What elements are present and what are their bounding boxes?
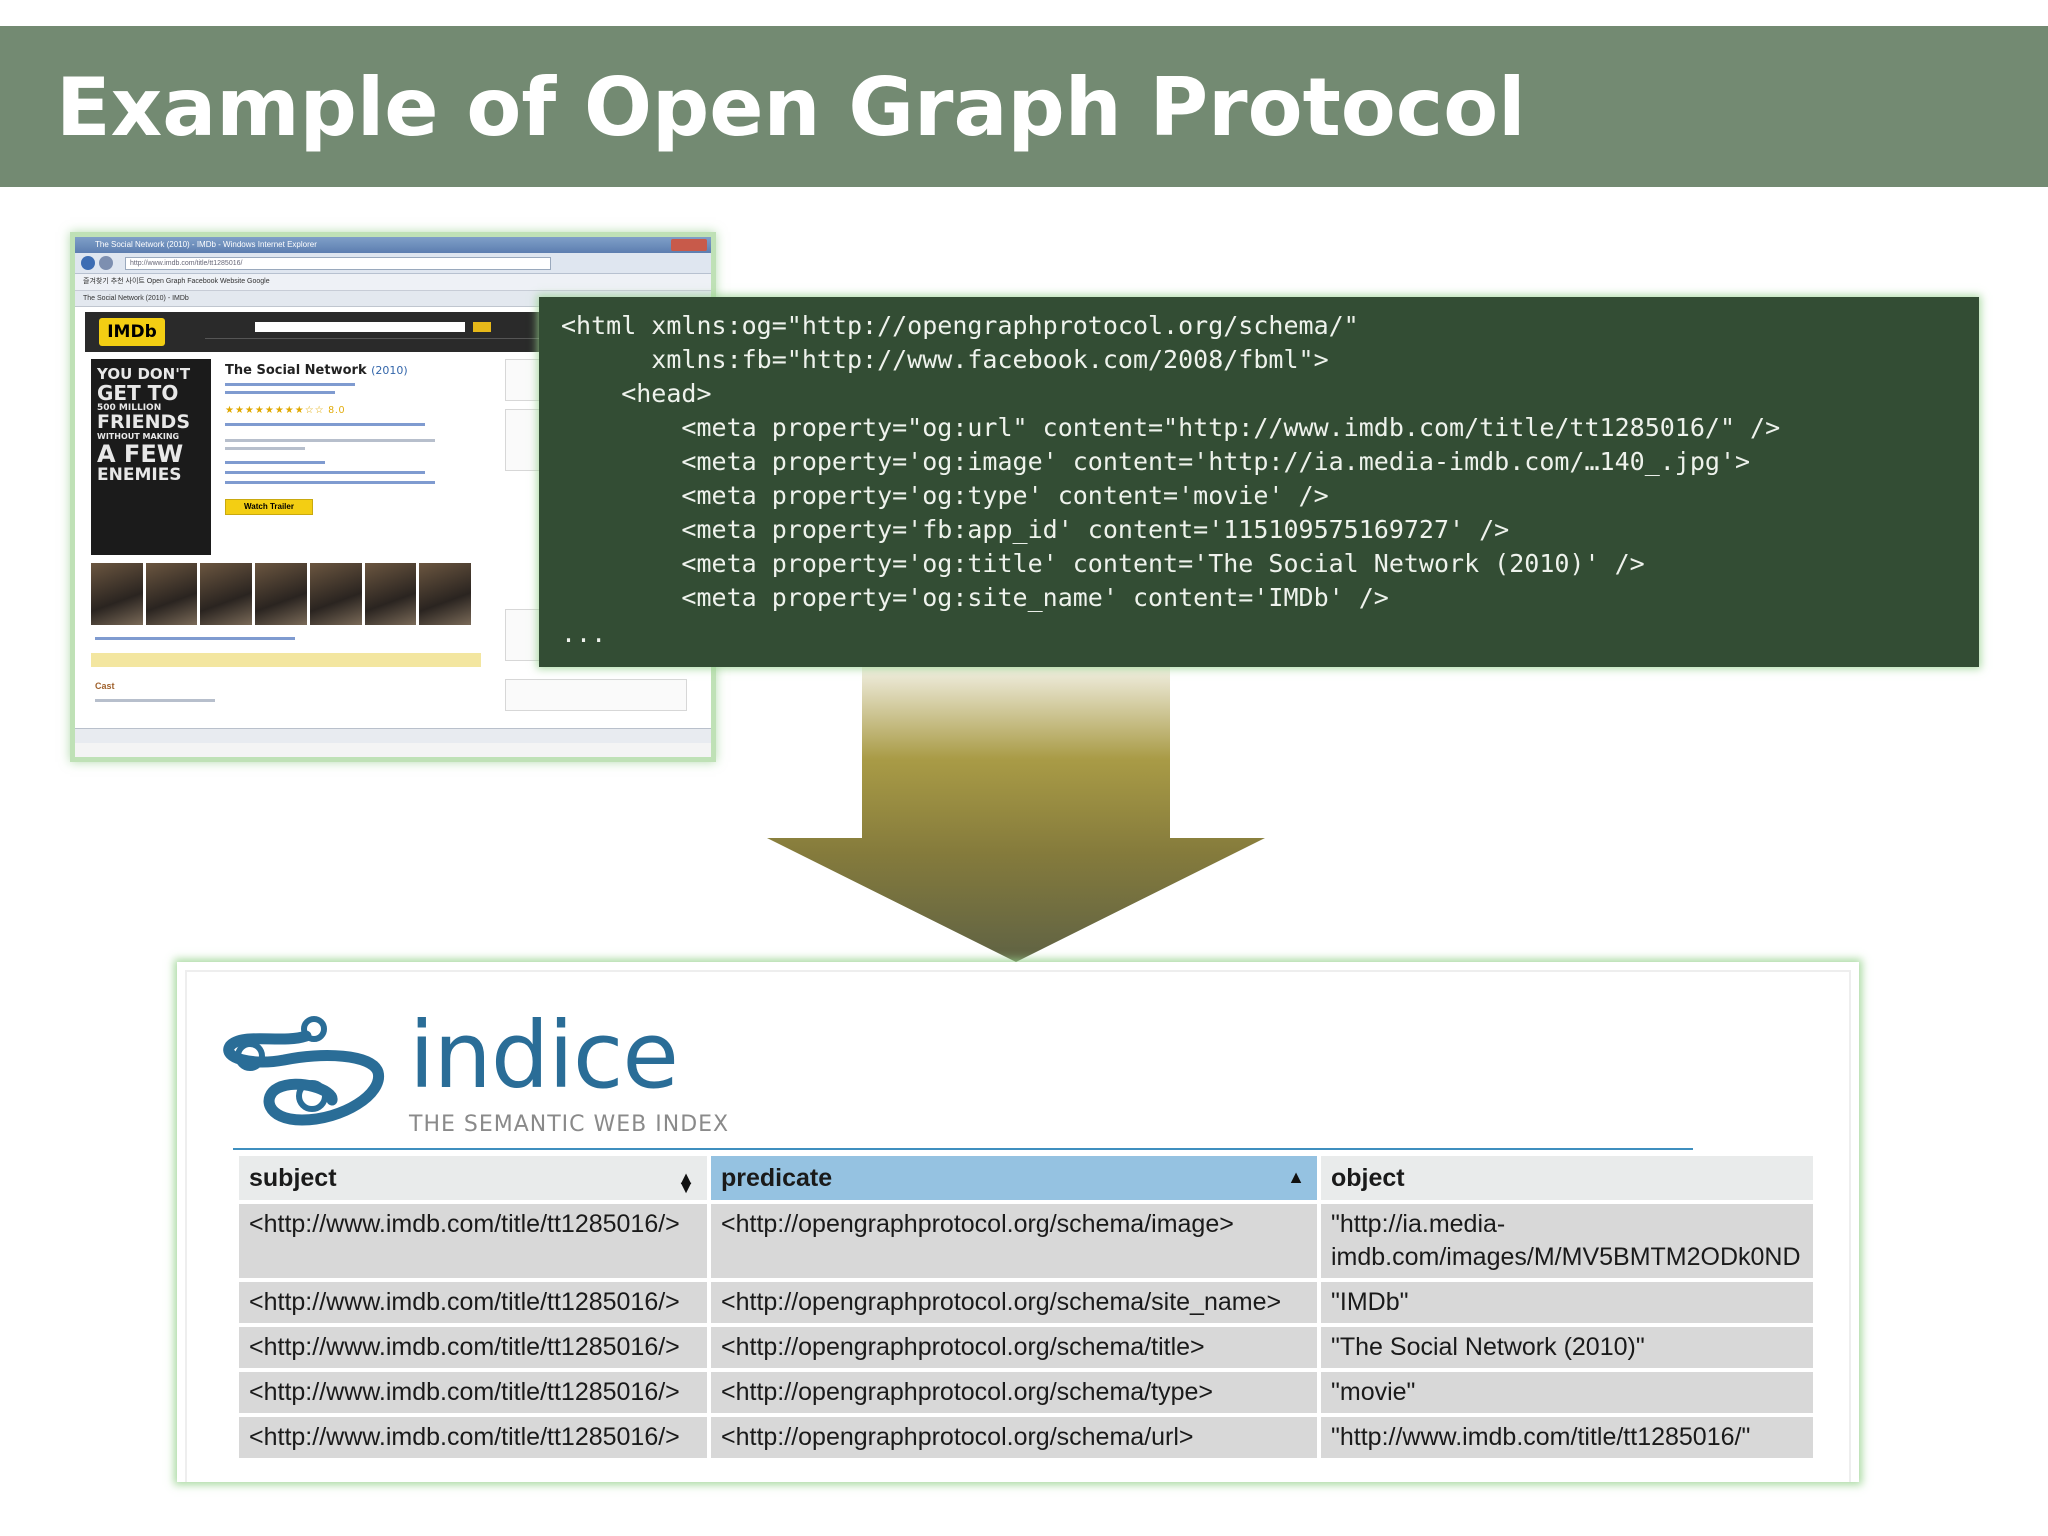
- cell-object-line: imdb.com/images/M/MV5BMTM2ODk0ND: [1331, 1243, 1801, 1271]
- down-arrow-icon: [767, 650, 1265, 962]
- column-header-object[interactable]: object: [1321, 1156, 1813, 1200]
- indice-tagline: THE SEMANTIC WEB INDEX: [409, 1112, 730, 1137]
- cell-predicate: <http://opengraphprotocol.org/schema/tit…: [711, 1327, 1317, 1368]
- photo: [364, 563, 417, 625]
- column-header-predicate[interactable]: predicate ▲: [711, 1156, 1317, 1200]
- code-line: <head>: [561, 379, 712, 408]
- column-header-label: subject: [249, 1163, 337, 1192]
- poster-line: WITHOUT MAKING: [97, 432, 180, 442]
- browser-address-bar: http://www.imdb.com/title/tt1285016/: [75, 253, 711, 274]
- cell-subject: <http://www.imdb.com/title/tt1285016/>: [239, 1282, 707, 1323]
- code-line: <meta property='og:image' content='http:…: [561, 447, 1751, 476]
- movie-year: (2010): [371, 364, 408, 377]
- column-header-subject[interactable]: subject ▲▼: [239, 1156, 707, 1200]
- code-line: <meta property='fb:app_id' content='1151…: [561, 515, 1510, 544]
- cell-predicate: <http://opengraphprotocol.org/schema/typ…: [711, 1372, 1317, 1413]
- text-line: [225, 481, 435, 484]
- photo: [200, 563, 253, 625]
- cell-subject: <http://www.imdb.com/title/tt1285016/>: [239, 1204, 707, 1278]
- poster-line: GET TO: [97, 380, 179, 405]
- cast-heading: Cast: [95, 681, 115, 691]
- triples-table: subject ▲▼ predicate ▲ object <http://ww…: [235, 1152, 1817, 1462]
- photo: [145, 563, 198, 625]
- movie-title-text: The Social Network: [225, 363, 367, 378]
- cell-object: "http://ia.media- imdb.com/images/M/MV5B…: [1321, 1204, 1813, 1278]
- code-line: <meta property='og:site_name' content='I…: [561, 583, 1389, 612]
- cell-predicate: <http://opengraphprotocol.org/schema/sit…: [711, 1282, 1317, 1323]
- browser-title-bar: The Social Network (2010) - IMDb - Windo…: [75, 237, 711, 253]
- table-row: <http://www.imdb.com/title/tt1285016/> <…: [239, 1204, 1813, 1278]
- imdb-logo: IMDb: [99, 318, 165, 346]
- column-header-label: predicate: [721, 1163, 833, 1192]
- text-line: [225, 383, 355, 386]
- indice-logo-icon: [223, 1016, 384, 1126]
- poster-line: FRIENDS: [97, 411, 191, 434]
- poster-line: 500 MILLION: [97, 402, 162, 413]
- address-field: http://www.imdb.com/title/tt1285016/: [125, 257, 551, 270]
- header-rule: [233, 1148, 1693, 1150]
- cell-object: "movie": [1321, 1372, 1813, 1413]
- panel-inner-border: [185, 970, 1851, 1482]
- movie-poster: YOU DON'T GET TO 500 MILLION FRIENDS WIT…: [91, 359, 211, 555]
- text-line: [225, 439, 435, 442]
- poster-line: A FEW: [97, 439, 184, 468]
- rating-stars: ★★★★★★★★☆☆ 8.0: [225, 405, 346, 416]
- imdb-search-box: [255, 322, 465, 332]
- text-line: [225, 461, 325, 464]
- cell-subject: <http://www.imdb.com/title/tt1285016/>: [239, 1372, 707, 1413]
- cell-subject: <http://www.imdb.com/title/tt1285016/>: [239, 1327, 707, 1368]
- window-controls-icon: [671, 239, 707, 251]
- sidebar-box: [505, 679, 687, 711]
- slide-title: Example of Open Graph Protocol: [56, 61, 1526, 154]
- poster-line: ENEMIES: [97, 464, 182, 485]
- photo: [309, 563, 362, 625]
- text-line: [225, 447, 305, 450]
- movie-title: The Social Network (2010): [225, 363, 408, 378]
- cell-predicate: <http://opengraphprotocol.org/schema/url…: [711, 1417, 1317, 1458]
- favorites-bar: 즐겨찾기 추천 사이트 Open Graph Facebook Website …: [75, 274, 711, 291]
- code-line: ...: [561, 619, 607, 648]
- photo: [419, 563, 472, 625]
- photo: [91, 563, 143, 625]
- column-header-label: object: [1331, 1163, 1405, 1192]
- code-line: <meta property="og:url" content="http://…: [561, 413, 1781, 442]
- table-header-row: subject ▲▼ predicate ▲ object: [239, 1156, 1813, 1200]
- browser-status-bar: [75, 728, 711, 743]
- code-line: <meta property='og:type' content='movie'…: [561, 481, 1329, 510]
- sort-both-icon[interactable]: ▲▼: [677, 1168, 695, 1197]
- forward-icon: [99, 256, 113, 270]
- table-row: <http://www.imdb.com/title/tt1285016/> <…: [239, 1372, 1813, 1413]
- sort-ascending-icon[interactable]: ▲: [1287, 1167, 1305, 1187]
- table-row: <http://www.imdb.com/title/tt1285016/> <…: [239, 1282, 1813, 1323]
- triples-panel: indice THE SEMANTIC WEB INDEX subject ▲▼…: [177, 962, 1859, 1482]
- text-line: [95, 699, 215, 702]
- imdb-search-button: [473, 322, 491, 332]
- text-line: [95, 637, 295, 640]
- imdb-menu: [205, 338, 685, 347]
- browser-window-title: The Social Network (2010) - IMDb - Windo…: [95, 240, 317, 249]
- code-line: <meta property='og:title' content='The S…: [561, 549, 1645, 578]
- photo: [255, 563, 307, 625]
- code-panel: <html xmlns:og="http://opengraphprotocol…: [539, 297, 1979, 667]
- back-icon: [81, 256, 95, 270]
- poster-line: YOU DON'T: [97, 365, 191, 383]
- cell-predicate: <http://opengraphprotocol.org/schema/ima…: [711, 1204, 1317, 1278]
- cell-subject: <http://www.imdb.com/title/tt1285016/>: [239, 1417, 707, 1458]
- cell-object: "IMDb": [1321, 1282, 1813, 1323]
- text-line: [225, 471, 425, 474]
- cell-object-line: "http://ia.media-: [1331, 1210, 1506, 1238]
- code-line: <html xmlns:og="http://opengraphprotocol…: [561, 311, 1359, 340]
- notice-bar: [91, 653, 481, 667]
- photo-strip: [91, 563, 472, 625]
- table-row: <http://www.imdb.com/title/tt1285016/> <…: [239, 1417, 1813, 1458]
- text-line: [225, 423, 425, 426]
- code-line: xmlns:fb="http://www.facebook.com/2008/f…: [561, 345, 1329, 374]
- indice-wordmark: indice: [409, 1002, 679, 1109]
- text-line: [225, 391, 335, 394]
- title-bar: Example of Open Graph Protocol: [0, 26, 2048, 187]
- table-row: <http://www.imdb.com/title/tt1285016/> <…: [239, 1327, 1813, 1368]
- cell-object: "The Social Network (2010)": [1321, 1327, 1813, 1368]
- watch-trailer-button: Watch Trailer: [225, 499, 313, 515]
- cell-object: "http://www.imdb.com/title/tt1285016/": [1321, 1417, 1813, 1458]
